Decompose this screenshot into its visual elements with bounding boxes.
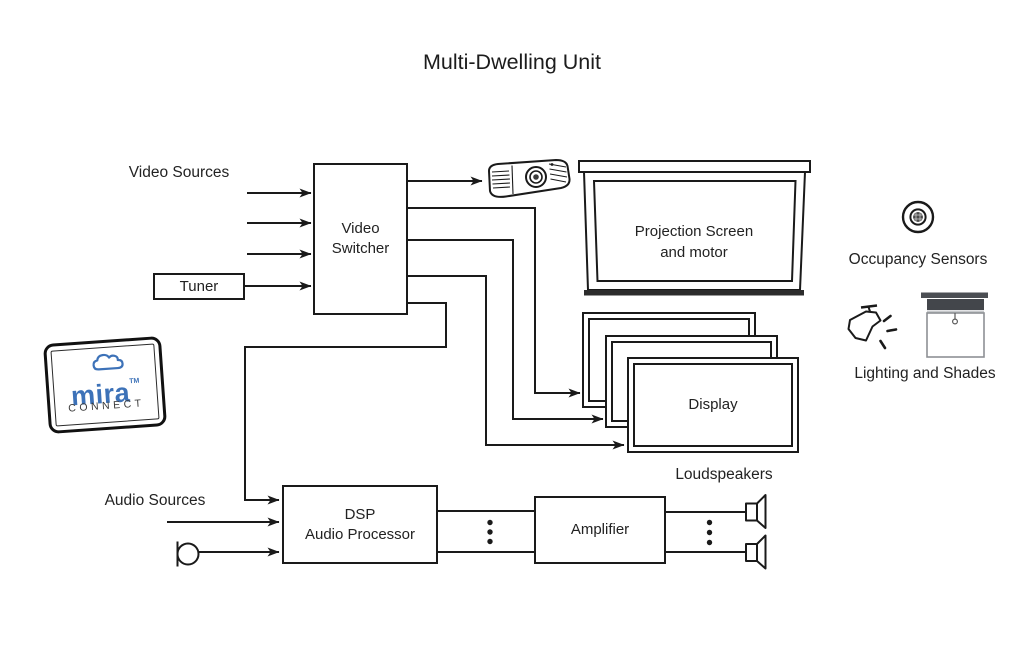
switcher-to-display3-arrow <box>408 275 625 450</box>
projection-screen-label: Projection Screen and motor <box>594 220 794 264</box>
occupancy-sensor-icon <box>901 200 935 234</box>
tuner-box: Tuner <box>153 273 245 300</box>
display-stack <box>582 312 799 453</box>
projection-screen-label-line2: and motor <box>660 244 728 261</box>
dsp-audio-processor-box: DSP Audio Processor <box>282 485 438 564</box>
video-sources-label: Video Sources <box>128 164 230 181</box>
light-fixture-icon <box>847 304 898 350</box>
projector-icon <box>487 158 571 198</box>
switcher-to-display1-arrow <box>408 207 581 398</box>
projection-screen-frame <box>578 160 811 296</box>
video-switcher-label-line1: Video <box>341 220 380 237</box>
trademark-text: TM <box>129 377 140 386</box>
loudspeaker-icon <box>745 534 767 570</box>
window-shade-icon <box>921 292 988 358</box>
amplifier-box: Amplifier <box>534 496 666 564</box>
tablet-icon: miraTM CONNECT <box>43 335 167 435</box>
connector-lines <box>167 176 746 557</box>
audio-sources-label: Audio Sources <box>104 492 206 509</box>
channel-ellipsis-dots <box>487 519 713 546</box>
switcher-to-display2-arrow <box>408 239 604 424</box>
display-label-text: Display <box>688 395 738 413</box>
dsp-label-line1: DSP <box>344 505 376 523</box>
switcher-to-dsp-arrow <box>244 302 447 505</box>
display-label: Display <box>653 394 773 414</box>
amplifier-label: Amplifier <box>570 521 630 538</box>
video-switcher-label-line2: Switcher <box>331 240 390 257</box>
lighting-shades-label: Lighting and Shades <box>854 365 996 382</box>
microphone-icon <box>176 541 200 567</box>
diagram-title: Multi-Dwelling Unit <box>422 50 601 74</box>
tablet-screen: miraTM CONNECT <box>50 343 160 427</box>
occupancy-sensors-label: Occupancy Sensors <box>848 251 988 268</box>
loudspeakers-label: Loudspeakers <box>675 466 773 483</box>
dsp-label-line2: Audio Processor <box>304 525 416 543</box>
cloud-icon <box>90 349 127 371</box>
video-switcher-box: Video Switcher <box>313 163 408 315</box>
projection-screen-label-line1: Projection Screen <box>634 223 754 240</box>
loudspeaker-icon <box>745 494 767 529</box>
tuner-label: Tuner <box>179 277 219 295</box>
